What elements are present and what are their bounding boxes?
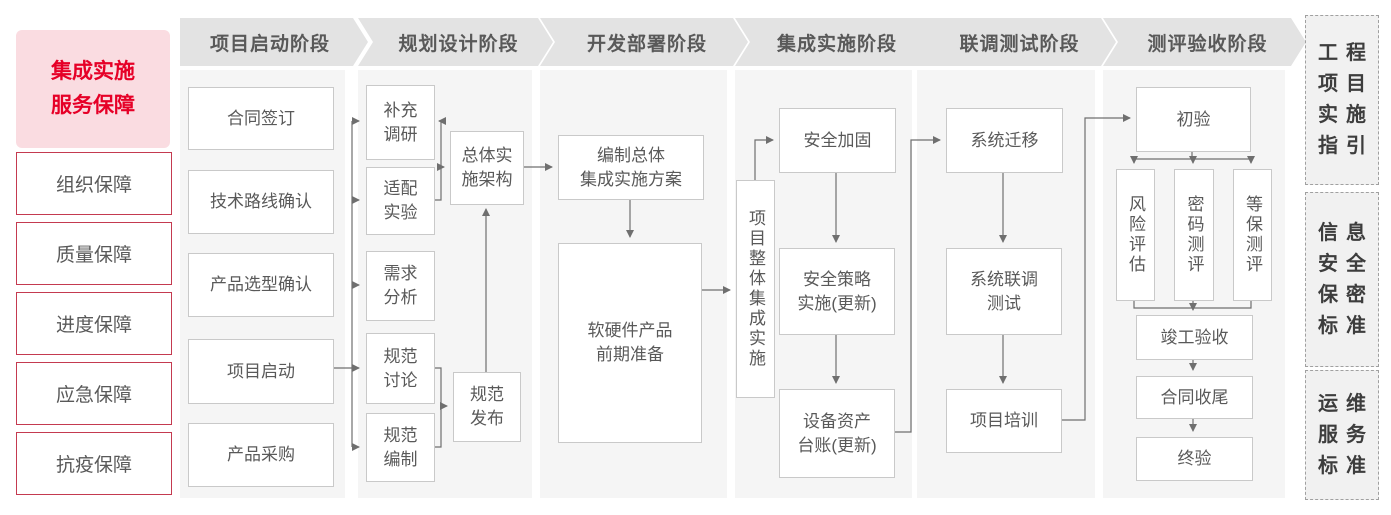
node-security-policy: 安全策略 实施(更新) <box>779 248 895 335</box>
node-overall-architecture: 总体实 施架构 <box>450 131 524 205</box>
node-risk-assessment: 风险评估 <box>1116 169 1155 301</box>
node-system-migration: 系统迁移 <box>946 108 1063 173</box>
node-asset-ledger: 设备资产 台账(更新) <box>779 389 895 478</box>
node-adaptation-test: 适配 实验 <box>366 167 435 235</box>
node-final-acceptance: 终验 <box>1136 437 1253 481</box>
diagram-title-text: 集成实施 服务保障 <box>51 60 135 117</box>
node-product-selection: 产品选型确认 <box>188 253 334 317</box>
node-spec-discussion: 规范 讨论 <box>366 333 435 404</box>
phase-banner-planning: 规划设计阶段 <box>358 18 553 66</box>
node-product-preparation: 软硬件产品 前期准备 <box>558 243 702 443</box>
standard-operation-service: 运维 服务 标准 <box>1305 370 1379 500</box>
phase-banner-kickoff: 项目启动阶段 <box>180 18 368 66</box>
phase-banner-joint-testing: 联调测试阶段 <box>917 18 1116 66</box>
node-tech-route-confirmation: 技术路线确认 <box>188 170 334 234</box>
node-crypto-evaluation: 密码测评 <box>1174 169 1214 301</box>
diagram-title: 集成实施 服务保障 <box>16 30 170 148</box>
node-spec-release: 规范 发布 <box>453 372 521 442</box>
node-joint-testing: 系统联调 测试 <box>946 248 1062 335</box>
phase-banner-integration: 集成实施阶段 <box>735 18 933 66</box>
node-supplementary-research: 补充 调研 <box>366 85 435 160</box>
phase-banner-deployment: 开发部署阶段 <box>540 18 748 66</box>
node-product-procurement: 产品采购 <box>188 423 334 487</box>
node-requirement-analysis: 需求 分析 <box>366 251 435 321</box>
sidebar-item-organization: 组织保障 <box>16 152 172 215</box>
node-overall-integration: 项目整体集成实施 <box>736 180 775 398</box>
sidebar-item-schedule: 进度保障 <box>16 292 172 355</box>
node-project-kickoff: 项目启动 <box>188 339 334 404</box>
node-contract-signing: 合同签订 <box>188 87 334 150</box>
standard-infosec-confidentiality: 信息 安全 保密 标准 <box>1305 192 1379 367</box>
standard-project-implementation-guide: 工程 项目 实施 指引 <box>1305 15 1379 185</box>
phase-banner-acceptance: 测评验收阶段 <box>1103 18 1306 66</box>
sidebar-item-epidemic: 抗疫保障 <box>16 432 172 495</box>
node-completion-acceptance: 竣工验收 <box>1136 315 1253 360</box>
node-initial-acceptance: 初验 <box>1136 87 1251 152</box>
node-mlps-evaluation: 等保测评 <box>1233 169 1272 301</box>
node-security-hardening: 安全加固 <box>779 108 896 173</box>
node-project-training: 项目培训 <box>946 389 1062 453</box>
node-spec-drafting: 规范 编制 <box>366 413 435 482</box>
sidebar-item-quality: 质量保障 <box>16 222 172 285</box>
sidebar-item-emergency: 应急保障 <box>16 362 172 425</box>
node-contract-closure: 合同收尾 <box>1136 376 1253 419</box>
node-overall-plan: 编制总体 集成实施方案 <box>558 135 704 200</box>
